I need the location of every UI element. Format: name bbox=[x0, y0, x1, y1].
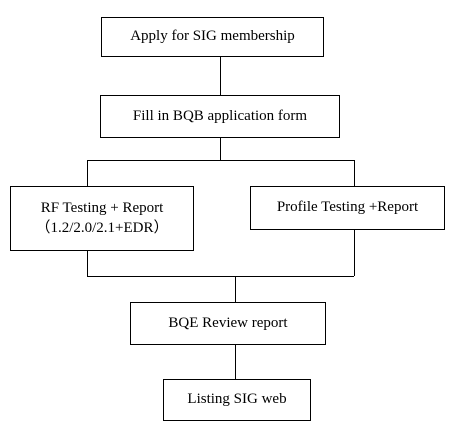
node-rf-label: RF Testing + Report bbox=[40, 200, 164, 216]
node-fill-label: Fill in BQB application form bbox=[132, 107, 308, 124]
node-listing-sig-web: Listing SIG web bbox=[163, 379, 311, 421]
connector-split-to-profile bbox=[354, 160, 355, 186]
node-rf-testing: RF Testing + Report （1.2/2.0/2.1+EDR） bbox=[10, 186, 194, 251]
node-profile-label: Profile Testing +Report bbox=[276, 199, 419, 216]
connector-fill-to-split bbox=[220, 138, 221, 160]
connector-merge-to-bqe bbox=[235, 276, 236, 302]
node-apply-sig-membership: Apply for SIG membership bbox=[101, 17, 324, 57]
node-fill-bqb-form: Fill in BQB application form bbox=[100, 95, 340, 138]
node-bqe-label: BQE Review report bbox=[168, 314, 288, 331]
connector-profile-to-merge bbox=[354, 230, 355, 276]
node-rf-sublabel: （1.2/2.0/2.1+EDR） bbox=[35, 219, 169, 236]
node-apply-label: Apply for SIG membership bbox=[130, 28, 295, 45]
node-listing-label: Listing SIG web bbox=[187, 391, 287, 408]
merge-horizontal-line bbox=[87, 276, 354, 277]
node-profile-testing: Profile Testing +Report bbox=[250, 186, 445, 230]
node-bqe-review: BQE Review report bbox=[130, 302, 326, 345]
connector-bqe-to-listing bbox=[235, 345, 236, 379]
split-horizontal-line bbox=[87, 160, 354, 161]
connector-apply-to-fill bbox=[220, 57, 221, 95]
connector-rf-to-merge bbox=[87, 251, 88, 276]
connector-split-to-rf bbox=[87, 160, 88, 186]
